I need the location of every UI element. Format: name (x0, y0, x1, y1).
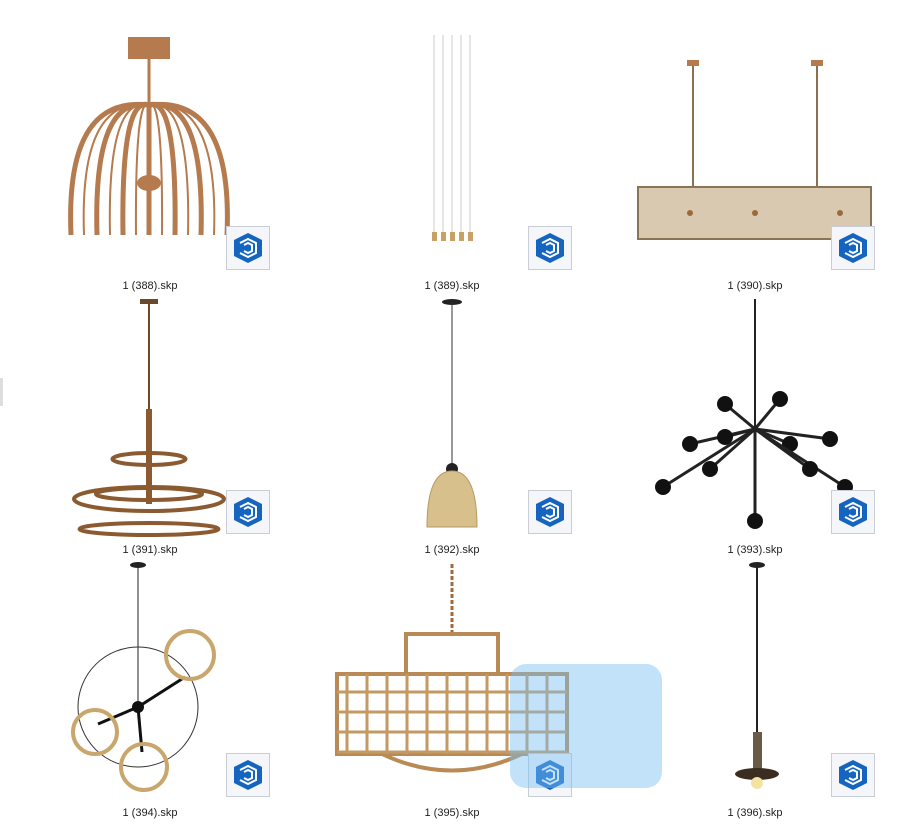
file-item[interactable]: 1 (390).skp (605, 35, 900, 298)
file-item[interactable]: 1 (395).skp (302, 562, 602, 825)
thumbnail-image (68, 37, 230, 236)
file-name: 1 (393).skp (727, 544, 783, 556)
sketchup-icon (528, 226, 572, 270)
thumbnail-image (335, 564, 569, 773)
file-item[interactable]: 1 (392).skp (302, 299, 602, 562)
thumbnail-image (71, 562, 216, 792)
scroll-edge (0, 378, 3, 406)
file-item[interactable]: 1 (394).skp (0, 562, 300, 825)
file-name: 1 (395).skp (424, 807, 480, 819)
file-item[interactable]: 1 (396).skp (605, 562, 900, 825)
thumbnail-image (432, 35, 473, 241)
file-item[interactable]: 1 (389).skp (302, 35, 602, 298)
thumbnail-image (655, 299, 853, 529)
sketchup-icon (226, 226, 270, 270)
file-name: 1 (388).skp (122, 280, 178, 292)
file-name: 1 (392).skp (424, 544, 480, 556)
sketchup-icon (831, 226, 875, 270)
file-item[interactable]: 1 (388).skp (0, 35, 300, 298)
thumbnail-image (72, 299, 226, 537)
file-item[interactable]: 1 (393).skp (605, 299, 900, 562)
file-name: 1 (396).skp (727, 807, 783, 819)
sketchup-icon (528, 753, 572, 797)
sketchup-icon (226, 753, 270, 797)
sketchup-icon (831, 753, 875, 797)
watermark-logo (510, 664, 662, 788)
sketchup-icon (831, 490, 875, 534)
sketchup-icon (226, 490, 270, 534)
file-name: 1 (394).skp (122, 807, 178, 819)
thumbnail-image (735, 562, 779, 789)
file-name: 1 (390).skp (727, 280, 783, 292)
thumbnail-image (426, 299, 478, 528)
file-name: 1 (391).skp (122, 544, 178, 556)
file-name: 1 (389).skp (424, 280, 480, 292)
file-item[interactable]: 1 (391).skp (0, 299, 300, 562)
sketchup-icon (528, 490, 572, 534)
